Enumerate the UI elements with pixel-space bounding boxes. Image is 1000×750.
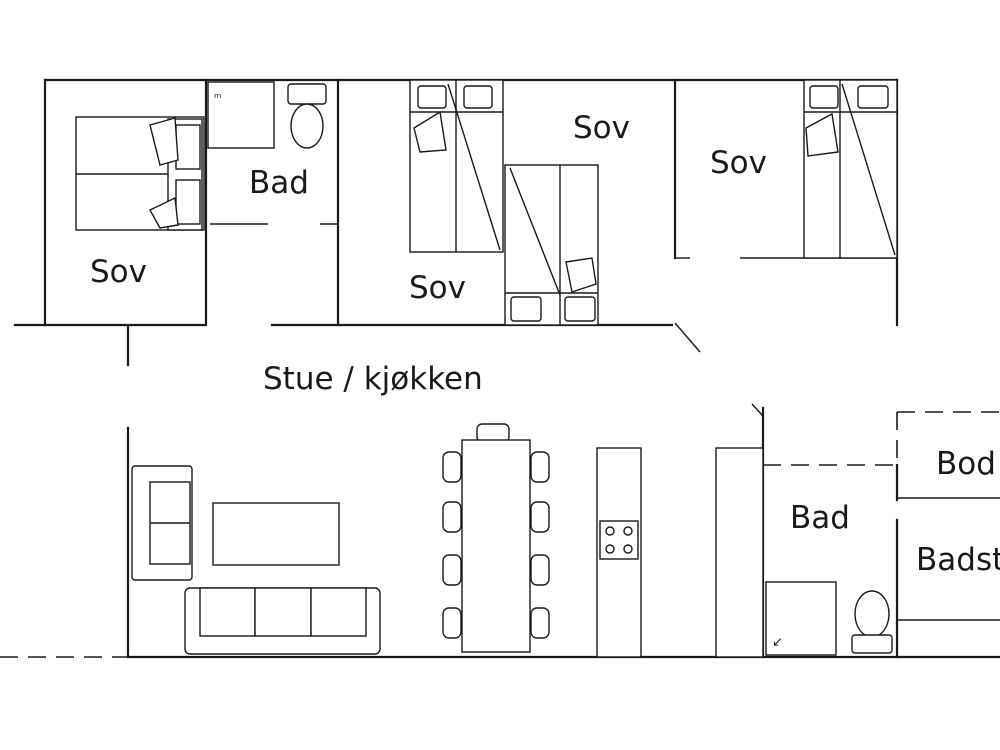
room-label-sov-4: Sov bbox=[710, 145, 767, 181]
shower-icon-2: ↙ bbox=[765, 581, 837, 656]
stove-icon bbox=[599, 520, 639, 560]
room-label-sov-1: Sov bbox=[90, 254, 147, 290]
room-label-bad-2: Bad bbox=[790, 500, 850, 536]
svg-text:ₘ: ₘ bbox=[214, 87, 221, 101]
bunk-bed-icon bbox=[409, 79, 504, 253]
room-label-badstue: Badst bbox=[916, 542, 1000, 578]
bunk-bed-icon-2 bbox=[504, 164, 599, 326]
double-bed-icon bbox=[75, 116, 205, 231]
room-label-sov-3: Sov bbox=[573, 110, 630, 146]
room-label-bad-1: Bad bbox=[249, 165, 309, 201]
svg-text:↙: ↙ bbox=[772, 635, 783, 650]
coffee-table-icon bbox=[212, 502, 340, 566]
wardrobe-icon bbox=[715, 447, 764, 658]
room-label-bod: Bod bbox=[936, 446, 996, 482]
room-label-sov-2: Sov bbox=[409, 270, 466, 306]
toilet-icon-2 bbox=[851, 590, 893, 654]
armchair-icon bbox=[131, 465, 193, 581]
bed-icon bbox=[803, 79, 898, 259]
dining-table-icon bbox=[442, 423, 550, 653]
shower-icon: ₘ bbox=[207, 81, 275, 149]
sofa-icon bbox=[184, 587, 381, 655]
toilet-icon bbox=[287, 83, 327, 149]
room-label-stue: Stue / kjøkken bbox=[263, 361, 483, 397]
